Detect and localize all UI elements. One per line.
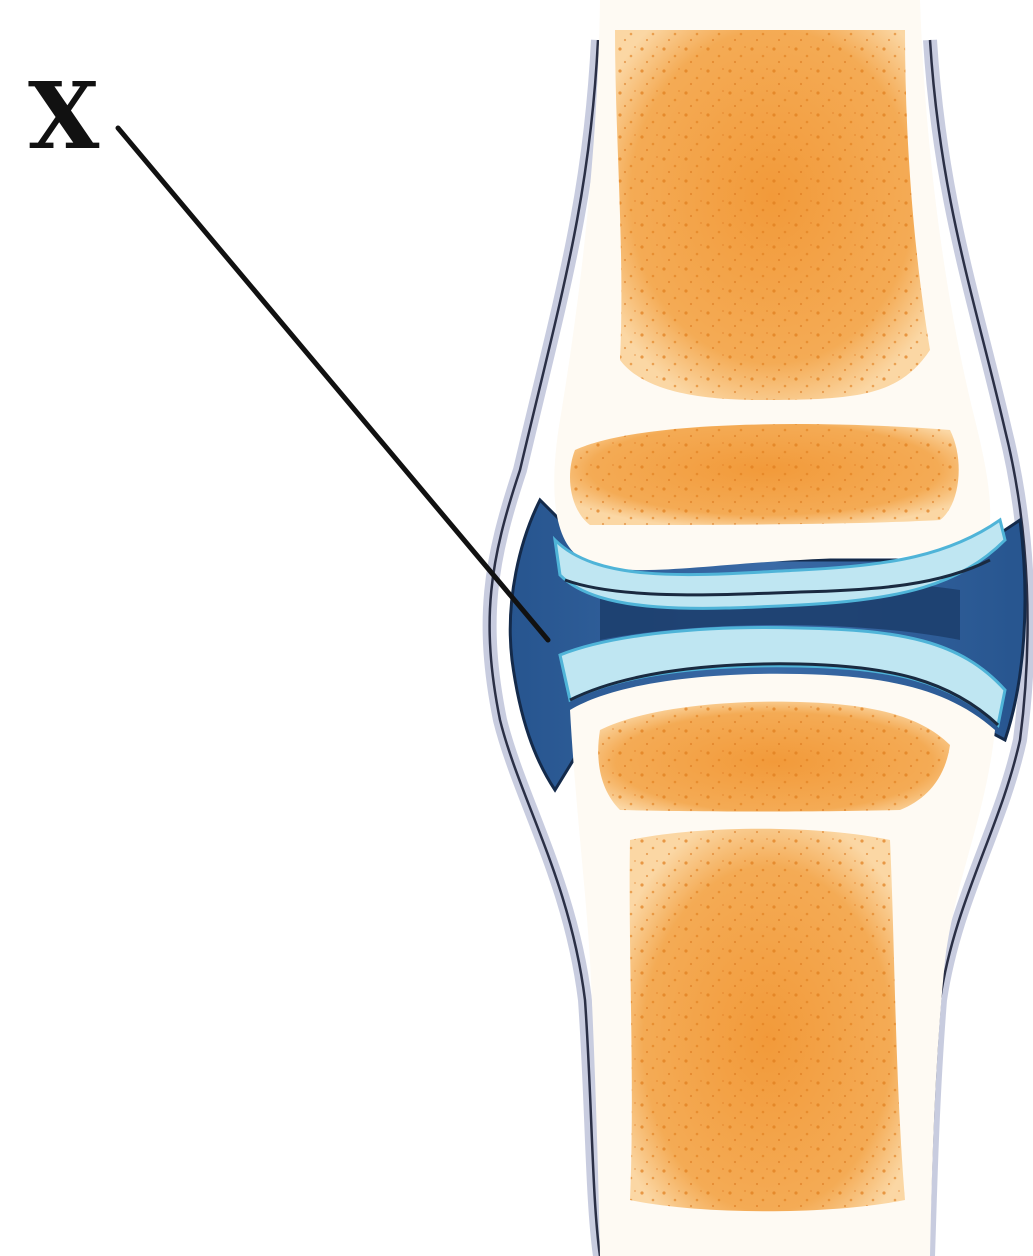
label-x: X [28,62,100,170]
lower-bone [570,674,995,1256]
label-leader-line [118,128,548,640]
upper-bone [554,0,990,570]
